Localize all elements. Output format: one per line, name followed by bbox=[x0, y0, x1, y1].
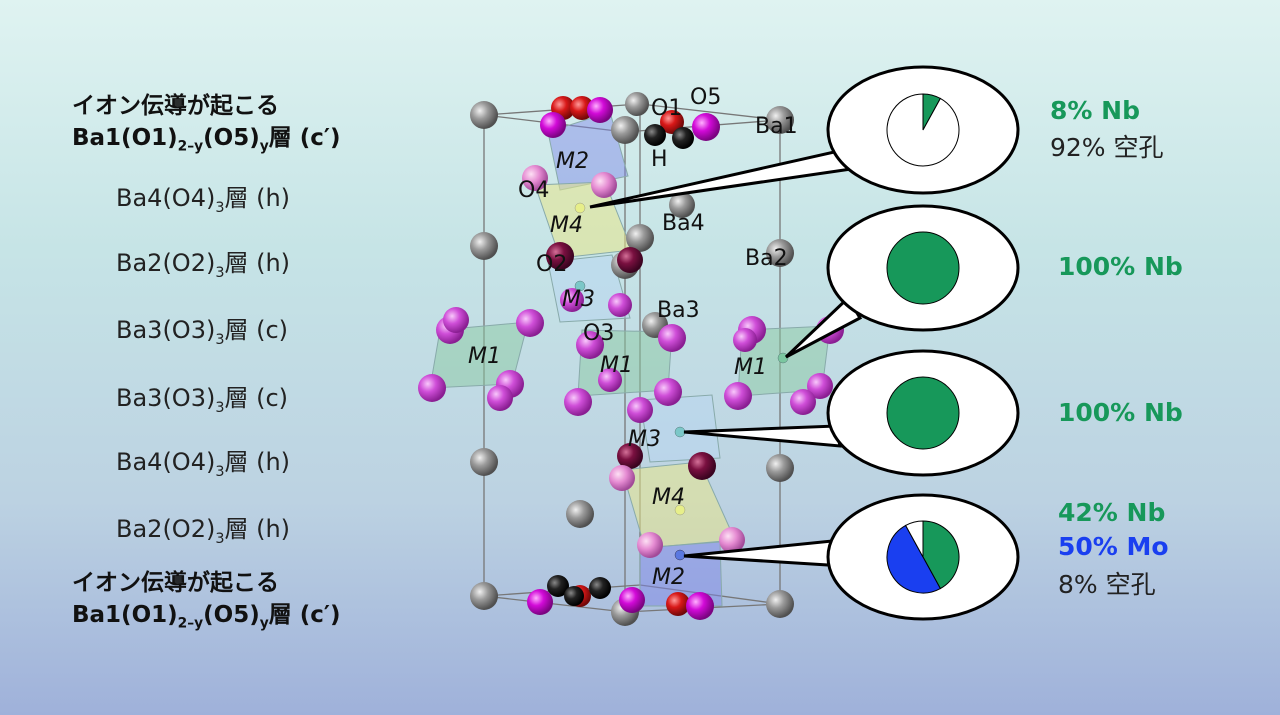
pie-slice-mo bbox=[886, 524, 942, 594]
atom-label-o3: O3 bbox=[583, 321, 614, 346]
polyhedra bbox=[429, 111, 831, 607]
pie-m2 bbox=[886, 520, 960, 594]
layer-label-top-ba1: イオン伝導が起こる Ba1(O1)2–y(O5)y層 (c′) bbox=[72, 93, 341, 155]
atom-label-ba2: Ba2 bbox=[745, 246, 788, 271]
m3-nb-text: 100% Nb bbox=[1058, 398, 1183, 427]
atom-label-m1-left: M1 bbox=[468, 344, 501, 369]
atom-label-m4-top: M4 bbox=[550, 213, 583, 238]
pie-slice-nb bbox=[886, 231, 960, 305]
pie-slice-vacancy bbox=[904, 520, 924, 558]
atom-label-o4: O4 bbox=[518, 178, 549, 203]
atom-label-h: H bbox=[651, 147, 668, 172]
atom-label-m4-bot: M4 bbox=[652, 485, 685, 510]
atom-label-ba4: Ba4 bbox=[662, 211, 705, 236]
atom-label-ba1: Ba1 bbox=[755, 114, 798, 139]
atom-label-m2-bot: M2 bbox=[652, 565, 685, 590]
atom-label-ba3: Ba3 bbox=[657, 298, 700, 323]
atom-label-o1: O1 bbox=[651, 96, 682, 121]
layer-label-ba2-2: Ba2(O2)3層 (h) bbox=[116, 515, 291, 547]
atom-label-m1-mid: M1 bbox=[600, 353, 633, 378]
layer-label-ba4-2: Ba4(O4)3層 (h) bbox=[116, 448, 291, 480]
atom-label-m3-top: M3 bbox=[562, 287, 595, 312]
atom-label-m3-bot: M3 bbox=[628, 427, 661, 452]
callout-m2 bbox=[683, 493, 1020, 621]
pie-slice-vacancy bbox=[886, 93, 960, 167]
layer-label-ba3-2: Ba3(O3)3層 (c) bbox=[116, 384, 289, 416]
atoms bbox=[418, 92, 844, 626]
atom-label-m1-right: M1 bbox=[734, 355, 767, 380]
layer-label-ba3-1: Ba3(O3)3層 (c) bbox=[116, 316, 289, 348]
pie-slice-nb bbox=[886, 376, 960, 450]
atom-label-o5: O5 bbox=[690, 85, 721, 110]
pie-slice-nb bbox=[922, 520, 960, 590]
layer-label-ba2-1: Ba2(O2)3層 (h) bbox=[116, 249, 291, 281]
pie-m1 bbox=[886, 231, 960, 305]
pie-m3 bbox=[886, 376, 960, 450]
atom-label-o2: O2 bbox=[536, 252, 567, 277]
m2-vacancy-text: 8% 空孔 bbox=[1058, 570, 1156, 599]
m4-vacancy-text: 92% 空孔 bbox=[1050, 133, 1164, 162]
layer-label-bottom-ba1: イオン伝導が起こる Ba1(O1)2–y(O5)y層 (c′) bbox=[72, 570, 341, 632]
layer-label-ba4-1: Ba4(O4)3層 (h) bbox=[116, 184, 291, 216]
m2-nb-text: 42% Nb bbox=[1058, 498, 1166, 527]
m4-nb-text: 8% Nb bbox=[1050, 96, 1140, 125]
atom-label-m2-top: M2 bbox=[556, 149, 589, 174]
m1-nb-text: 100% Nb bbox=[1058, 252, 1183, 281]
pie-m4 bbox=[886, 93, 960, 167]
m2-mo-text: 50% Mo bbox=[1058, 532, 1169, 561]
occupancy-pies bbox=[886, 93, 960, 594]
